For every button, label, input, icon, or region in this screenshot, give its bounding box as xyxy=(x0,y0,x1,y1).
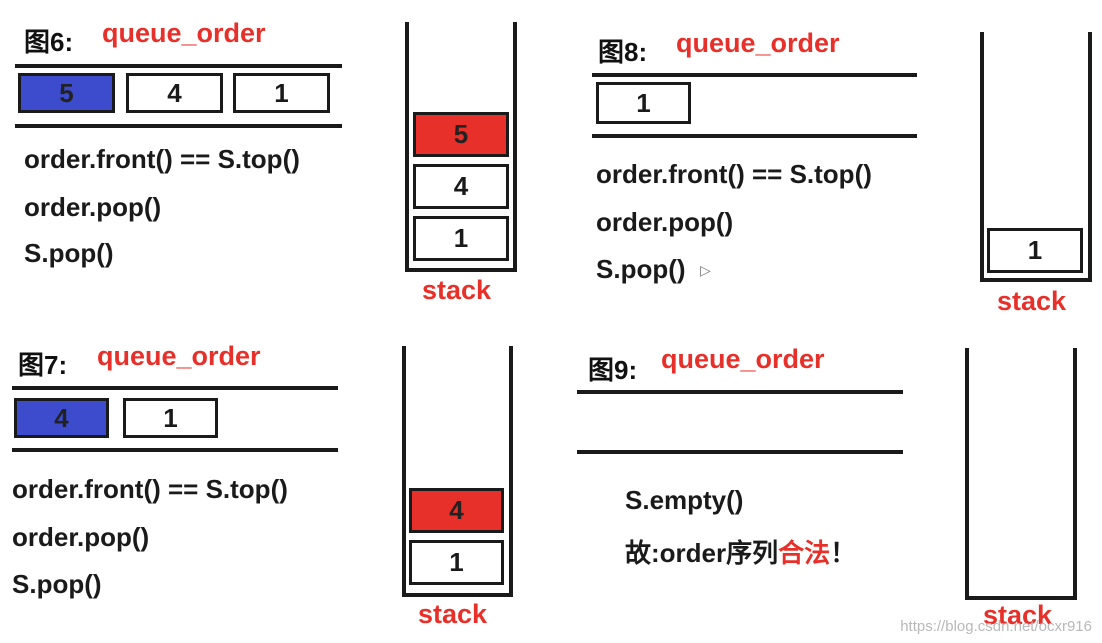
queue-item-front: 4 xyxy=(14,398,109,438)
code-line: order.pop() xyxy=(24,192,162,222)
queue-bottom-line xyxy=(592,134,917,138)
figure-8-title: queue_order xyxy=(676,28,840,58)
conclusion-suffix: ！ xyxy=(830,538,857,568)
conclusion-prefix: 故:order序列 xyxy=(625,538,779,568)
mouse-cursor-icon: ▷ xyxy=(700,262,711,278)
stack-label: stack xyxy=(983,600,1053,630)
queue-bottom-line xyxy=(15,124,342,128)
queue-item-front: 5 xyxy=(18,73,115,113)
queue-top-line xyxy=(12,386,338,390)
queue-top-line xyxy=(15,64,342,68)
stack-item-top: 1 xyxy=(987,228,1083,273)
conclusion: 故:order序列合法！ xyxy=(625,533,856,570)
queue-item-front: 1 xyxy=(596,82,691,124)
figure-9-label: 图9: xyxy=(588,355,638,385)
stack-item: 1 xyxy=(413,216,509,261)
figure-6-title: queue_order xyxy=(102,18,266,48)
stack-label: stack xyxy=(422,275,492,305)
code-line: order.front() == S.top() xyxy=(596,159,872,189)
stack-label: stack xyxy=(418,599,488,629)
code-line: S.pop() xyxy=(24,238,114,268)
code-line: order.pop() xyxy=(12,522,150,552)
stack-container xyxy=(405,22,517,272)
figure-7-title: queue_order xyxy=(97,341,261,371)
code-line: order.front() == S.top() xyxy=(24,144,300,174)
stack-item: 1 xyxy=(409,540,504,585)
queue-bottom-line xyxy=(12,448,338,452)
stack-item-top: 4 xyxy=(409,488,504,533)
code-line: S.pop() xyxy=(596,254,686,284)
queue-item: 1 xyxy=(123,398,218,438)
conclusion-highlight: 合法 xyxy=(778,538,831,568)
stack-container xyxy=(402,346,513,597)
code-line: S.pop() xyxy=(12,569,102,599)
figure-6-label: 图6: xyxy=(24,27,74,57)
figure-7-label: 图7: xyxy=(18,350,68,380)
queue-item: 1 xyxy=(233,73,330,113)
queue-top-line xyxy=(592,73,917,77)
queue-top-line xyxy=(577,390,903,394)
stack-item: 4 xyxy=(413,164,509,209)
stack-container xyxy=(965,348,1077,600)
code-line: S.empty() xyxy=(625,485,744,515)
queue-item: 4 xyxy=(126,73,223,113)
stack-label: stack xyxy=(997,286,1067,316)
figure-9-title: queue_order xyxy=(661,344,825,374)
watermark: https://blog.csdn.net/ocxr916 xyxy=(900,618,1092,635)
stack-item-top: 5 xyxy=(413,112,509,157)
stack-container xyxy=(980,32,1092,282)
queue-bottom-line xyxy=(577,450,903,454)
figure-8-label: 图8: xyxy=(598,37,648,67)
code-line: order.pop() xyxy=(596,207,734,237)
code-line: order.front() == S.top() xyxy=(12,474,288,504)
